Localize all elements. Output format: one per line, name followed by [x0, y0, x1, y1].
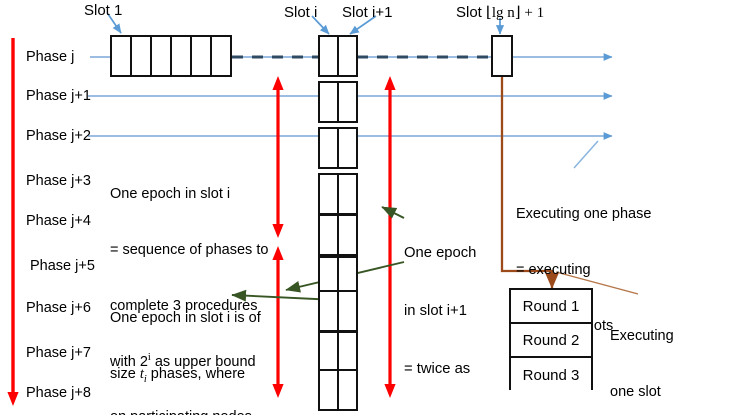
slot-caption-lgn-math: ⌊lg n⌋ + 1 — [486, 5, 545, 21]
slot-lgn-cell-1 — [493, 37, 511, 75]
note-epoch-size-line-2-a: size — [110, 365, 140, 382]
note-exec-slot-line-2: one slot — [610, 383, 661, 400]
phase-label-j4: Phase j+4 — [26, 213, 91, 229]
note-epoch-def-line-5: on participating nodes — [110, 408, 270, 415]
note-exec-phase-line-2: = executing — [516, 261, 591, 278]
note-executing-one-slot: Executing one slot = executing 3 rounds — [610, 290, 730, 415]
note-epoch-def-line-4: with 2i as upper bound — [110, 351, 270, 372]
slot-caption-slot-i-plus-1: Slot i+1 — [342, 4, 393, 21]
note-epoch-ip1-line-3: = twice as — [404, 361, 471, 378]
slot-1-cell-3 — [152, 37, 172, 75]
note-epoch-def-line-2: = sequence of phases to — [110, 241, 269, 258]
phase-label-j: Phase j — [26, 49, 75, 65]
note-epoch-size-line-1: One epoch in slot i is of — [110, 310, 261, 327]
note-exec-slot-line-1: Executing — [610, 328, 674, 345]
phase-label-j3: Phase j+3 — [26, 173, 91, 189]
slot-pair-row-phase-j4 — [318, 214, 358, 256]
epoch-bracket-slot-i-upper — [272, 76, 284, 238]
slot-pair-9-cell-2 — [339, 371, 356, 409]
note-epoch-size-var-t: t — [139, 365, 144, 382]
slot-pair-4-cell-2 — [339, 175, 356, 213]
rounds-box: Round 1 Round 2 Round 3 — [509, 288, 593, 392]
note-epoch-ip1-line-2: in slot i+1 — [404, 303, 467, 320]
slot-pair-row-phase-j3 — [318, 173, 358, 215]
slot-pair-5-cell-1 — [320, 216, 339, 254]
phase-label-j8: Phase j+8 — [26, 385, 91, 401]
slot-1-cell-6 — [212, 37, 230, 75]
phase-progression-arrow — [7, 38, 19, 406]
slot-pair-3-cell-1 — [320, 129, 339, 167]
round-row-1: Round 1 — [511, 290, 591, 324]
note-epoch-def-line-4-a: with 2 — [110, 353, 148, 370]
epoch-bracket-slot-i-plus-1 — [384, 76, 396, 398]
slot-pair-5-cell-2 — [339, 216, 356, 254]
slot-pair-9-cell-1 — [320, 371, 339, 409]
phase-label-j5: Phase j+5 — [30, 258, 95, 274]
slot-caption-lgn-prefix: Slot — [456, 4, 487, 21]
note-epoch-ip1-line-1: One epoch — [404, 244, 477, 261]
phase-label-j2: Phase j+2 — [26, 128, 91, 144]
slot-lgn-cell — [491, 35, 513, 77]
note-epoch-size-line-2: size ti phases, where — [110, 365, 290, 385]
note-epoch-size: One epoch in slot i is of size ti phases… — [110, 272, 290, 415]
round-row-3: Round 3 — [511, 358, 591, 392]
note-epoch-size-line-2-b: phases, where — [146, 365, 246, 382]
slot-caption-slot-lgn: Slot ⌊lg n⌋ + 1 — [456, 3, 544, 22]
note-epoch-def-line-3: complete 3 procedures — [110, 297, 258, 314]
note-epoch-def-line-4-exponent: i — [147, 351, 151, 363]
slot-1-cell-4 — [172, 37, 192, 75]
slot-pair-8-cell-1 — [320, 333, 339, 371]
slot-pair-8-cell-2 — [339, 333, 356, 371]
slot-pair-4-cell-1 — [320, 175, 339, 213]
slot-1-cell-5 — [192, 37, 212, 75]
note-epoch-definition: One epoch in slot i = sequence of phases… — [110, 148, 270, 415]
slot-1-cell-1 — [112, 37, 132, 75]
note-exec-phase-line-1: Executing one phase — [516, 206, 652, 223]
slot-pair-1-cell-1 — [320, 37, 339, 75]
note-epoch-slot-i-plus-1: One epoch in slot i+1 = twice as many ph… — [404, 205, 500, 415]
slot-pair-1-cell-2 — [339, 37, 356, 75]
exec-phase-leader — [573, 140, 599, 169]
slot-pair-row-phase-j6 — [318, 290, 358, 332]
slot-pair-row-phase-j7 — [318, 331, 358, 373]
slot-1-cell-2 — [132, 37, 152, 75]
epoch-ip1-leader-top — [381, 206, 405, 219]
slot-pair-3-cell-2 — [339, 129, 356, 167]
slot-pair-row-phase-j2 — [318, 127, 358, 169]
slot-pair-2-cell-1 — [320, 83, 339, 121]
slot-pair-row-phase-j8 — [318, 369, 358, 411]
slot-pair-row-phase-j1 — [318, 81, 358, 123]
phase-label-j6: Phase j+6 — [26, 300, 91, 316]
note-epoch-def-line-4-b: as upper bound — [150, 353, 256, 370]
slot-pair-row-phase-j — [318, 35, 358, 77]
slot-pair-7-cell-1 — [320, 292, 339, 330]
note-epoch-size-var-t-sub: i — [143, 373, 147, 385]
round-row-2: Round 2 — [511, 324, 591, 358]
phase-label-j7: Phase j+7 — [26, 345, 91, 361]
note-epoch-def-line-1: One epoch in slot i — [110, 186, 231, 203]
slot-caption-slot-i: Slot i — [284, 4, 318, 21]
phase-label-j1: Phase j+1 — [26, 88, 91, 104]
slot-1-cell-strip — [110, 35, 232, 77]
slot-pair-2-cell-2 — [339, 83, 356, 121]
slot-pair-7-cell-2 — [339, 292, 356, 330]
slot-caption-slot-1: Slot 1 — [84, 2, 123, 19]
